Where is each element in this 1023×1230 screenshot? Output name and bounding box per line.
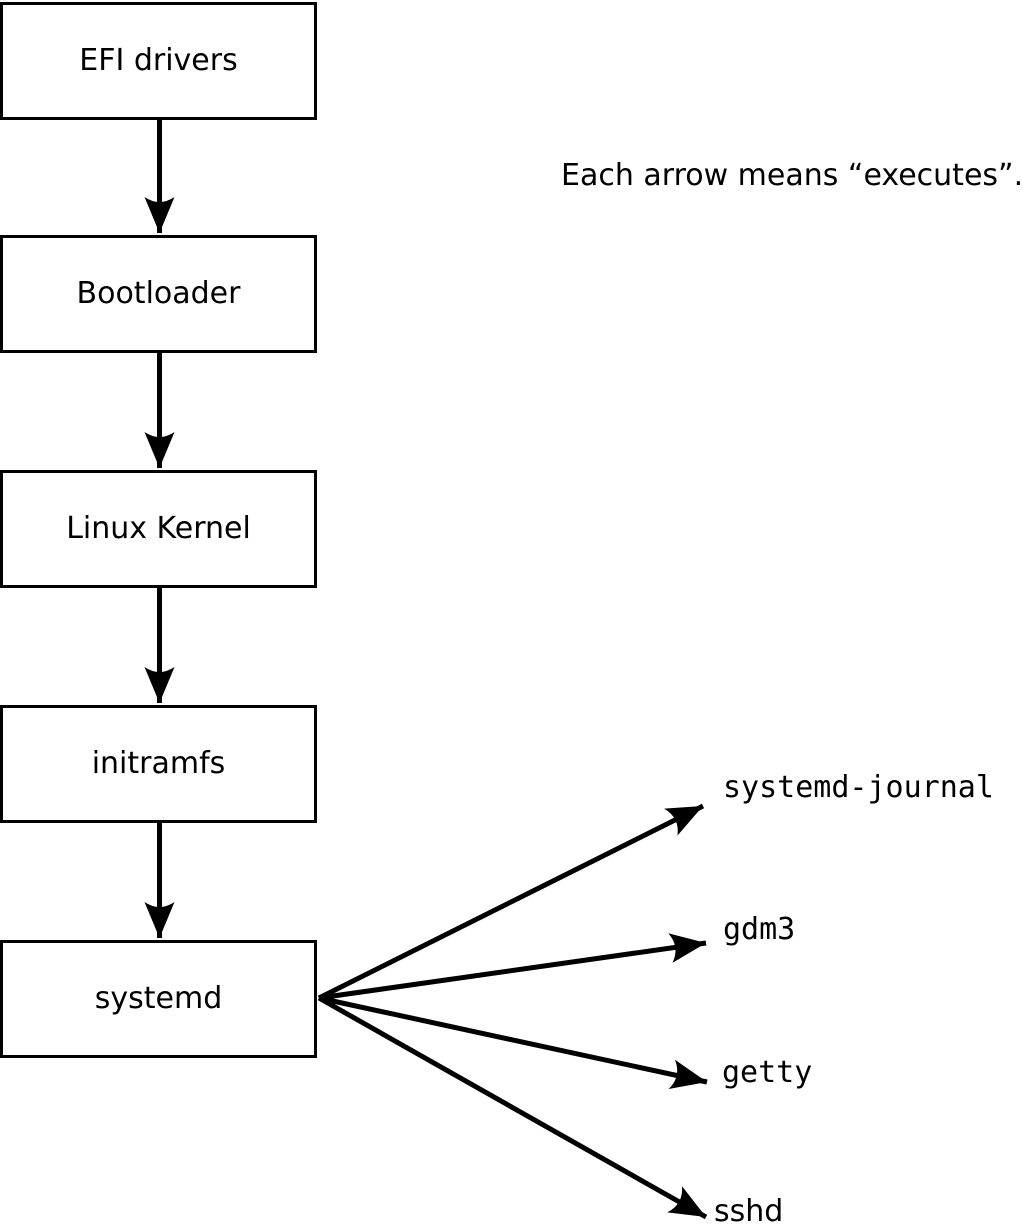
spawned-label-gdm3: gdm3 [723, 912, 796, 947]
spawned-label-systemd-journal: systemd-journal [723, 770, 994, 805]
spawned-label-getty: getty [722, 1055, 813, 1090]
arrow-systemd-to-journal [317, 803, 705, 1001]
spawned-label-sshd: sshd [714, 1194, 784, 1229]
node-linux-kernel: Linux Kernel [0, 470, 317, 588]
node-efi-drivers-label: EFI drivers [79, 43, 238, 78]
arrow-systemd-to-gdm3 [318, 933, 707, 1001]
node-linux-kernel-label: Linux Kernel [66, 511, 251, 546]
arrow-systemd-to-getty [318, 995, 708, 1090]
node-efi-drivers: EFI drivers [0, 2, 317, 120]
node-systemd-label: systemd [94, 981, 223, 1016]
node-initramfs-label: initramfs [91, 746, 226, 781]
node-systemd: systemd [0, 940, 317, 1058]
node-bootloader-label: Bootloader [76, 276, 241, 311]
arrow-systemd-to-sshd [317, 995, 708, 1220]
node-initramfs: initramfs [0, 705, 317, 823]
node-bootloader: Bootloader [0, 235, 317, 353]
arrow-meaning-note: Each arrow means “executes”. [561, 158, 1023, 193]
